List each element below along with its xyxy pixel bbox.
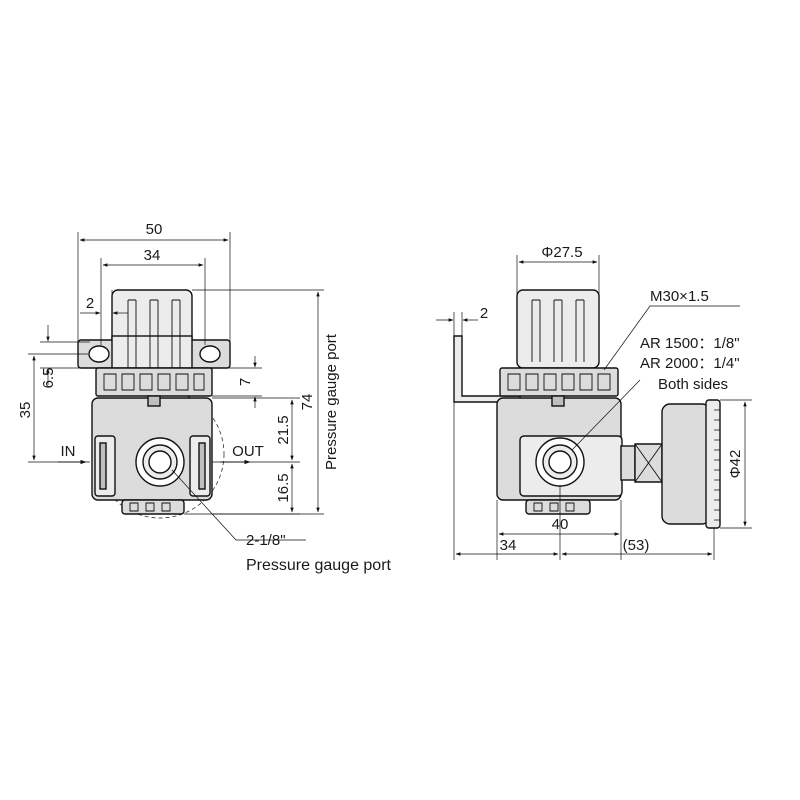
dim-lower: 16.5 xyxy=(275,473,292,502)
dim-offset-34: 34 xyxy=(500,537,517,554)
front-body xyxy=(91,395,213,501)
label-thread: M30×1.5 xyxy=(650,288,709,305)
label-ar1500: AR 1500：1/8" xyxy=(640,335,740,352)
side-view: Φ27.5 2 M30×1.5 AR 1500：1/8" AR 2000：1/4… xyxy=(436,244,752,560)
side-bottom-cap xyxy=(525,499,591,515)
dim-knob-dia: Φ27.5 xyxy=(541,244,582,261)
pressure-gauge xyxy=(620,399,721,529)
label-port-size: 2-1/8" xyxy=(246,532,286,549)
side-lock-ring xyxy=(499,367,619,397)
dim-gap-side: 2 xyxy=(480,305,488,322)
front-bottom-cap xyxy=(121,499,185,515)
front-view: 50 34 2 6.5 35 7 21.5 16.5 xyxy=(17,221,392,574)
dim-height-35: 35 xyxy=(17,402,34,419)
side-body xyxy=(496,395,623,501)
front-bracket xyxy=(77,335,231,369)
label-both-sides: Both sides xyxy=(658,376,728,393)
dim-width-knob: 34 xyxy=(144,247,161,264)
label-in: IN xyxy=(61,443,76,460)
dim-gap-front: 2 xyxy=(86,295,94,312)
dim-gauge-dia: Φ42 xyxy=(727,450,744,479)
side-knob xyxy=(516,289,600,369)
dim-upper: 21.5 xyxy=(275,415,292,444)
front-lock-ring xyxy=(95,367,213,397)
label-gauge-port-vertical: Pressure gauge port xyxy=(323,333,340,470)
dim-width-total: 50 xyxy=(146,221,163,238)
label-out: OUT xyxy=(232,443,264,460)
label-ar2000: AR 2000：1/4" xyxy=(640,355,740,372)
dim-ring: 7 xyxy=(237,378,254,386)
label-gauge-port: Pressure gauge port xyxy=(246,557,392,574)
dim-total-height: 74 xyxy=(299,394,316,411)
dim-gauge-53: (53) xyxy=(623,537,650,554)
dim-bracket: 6.5 xyxy=(40,368,57,389)
